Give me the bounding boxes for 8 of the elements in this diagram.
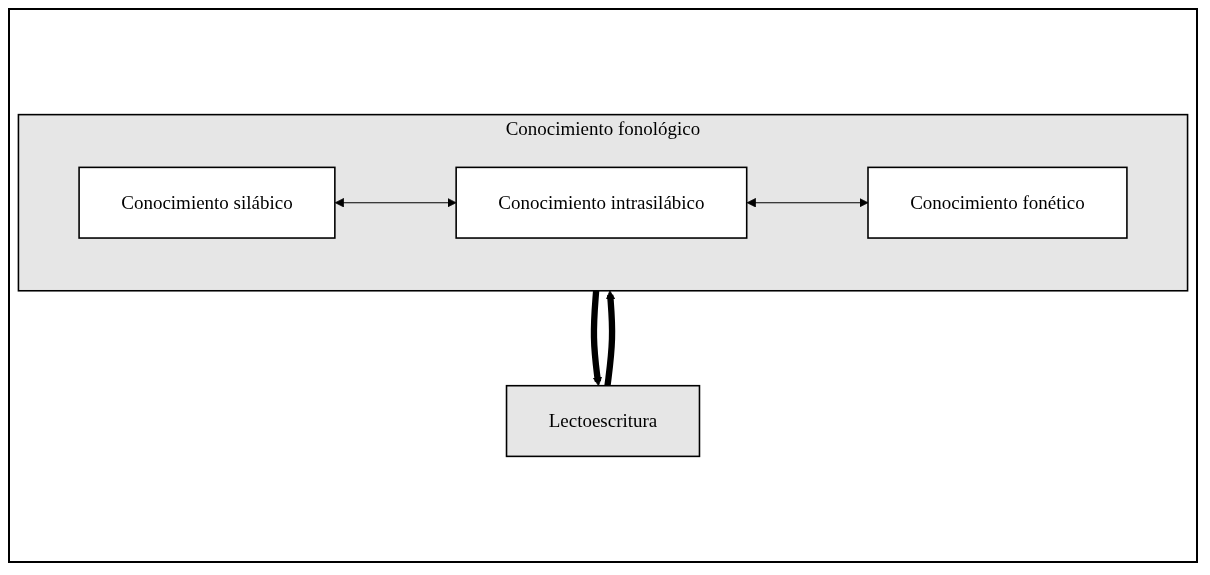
- node-box: Conocimiento intrasilábico: [455, 166, 748, 239]
- arrow: [334, 198, 457, 208]
- node-box: Conocimiento silábico: [78, 166, 336, 239]
- arrow: [746, 198, 869, 208]
- node-box: Conocimiento fonético: [867, 166, 1128, 239]
- arrow: [604, 290, 616, 387]
- node-box: Lectoescritura: [505, 384, 701, 458]
- arrow: [590, 290, 603, 387]
